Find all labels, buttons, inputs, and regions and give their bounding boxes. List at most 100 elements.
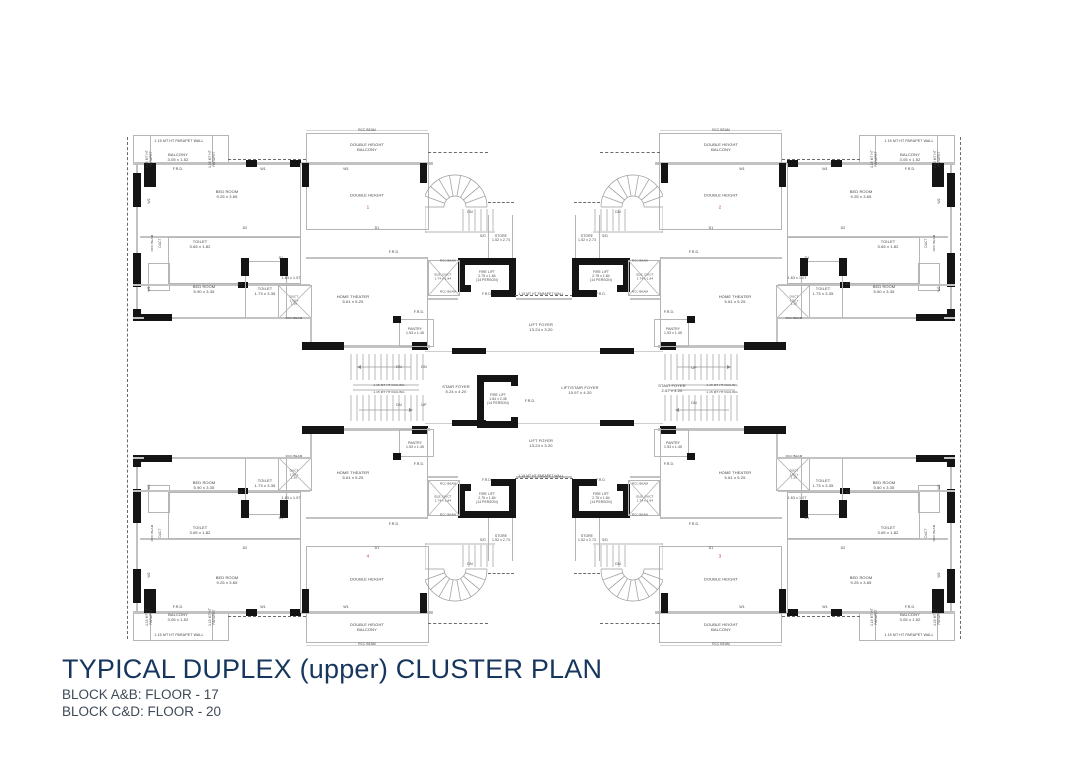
store-wall bbox=[488, 215, 489, 258]
pantry-outline bbox=[399, 319, 434, 347]
door-tag: D1 bbox=[374, 545, 380, 550]
column bbox=[600, 420, 634, 426]
rcc-beam-note: RCC BEAM bbox=[150, 234, 155, 252]
bedroom-label: BED ROOM 9.25 x 3.65 bbox=[215, 189, 239, 199]
stair-direction: DN bbox=[467, 209, 473, 214]
electrical-duct-label: ELE. DUCT 1.74 x 1.84 bbox=[636, 494, 654, 502]
dimension-note: 1.63 x 1.07 bbox=[281, 495, 301, 500]
stair-direction: DN bbox=[615, 561, 621, 566]
door-tag: S/D bbox=[602, 537, 608, 542]
fire-lift-wall bbox=[491, 290, 516, 297]
foyer-wall bbox=[428, 476, 458, 478]
balcony-label: BALCONY 3.05 x 1.52 bbox=[167, 152, 189, 162]
frd-note: F.R.D. bbox=[688, 249, 700, 254]
column bbox=[144, 455, 172, 462]
home-theater-label: HOME THEATER 5.61 x 5.25 bbox=[718, 470, 752, 480]
foyer-wall bbox=[428, 298, 458, 300]
column bbox=[947, 173, 955, 207]
duct-outline bbox=[148, 263, 170, 291]
toilet-label: TOILET 1.73 x 3.35 bbox=[812, 286, 834, 296]
window-tag: W2 bbox=[936, 484, 941, 490]
exterior-wall bbox=[310, 431, 312, 459]
parapet-note: 1.15 MT HT PARAPET bbox=[933, 608, 941, 626]
door-tag: D1 bbox=[374, 225, 380, 230]
column bbox=[133, 489, 141, 523]
exterior-wall bbox=[776, 431, 778, 459]
pantry-label: PANTRY 1.53 x 1.45 bbox=[664, 326, 682, 335]
stair-direction: DN bbox=[396, 402, 402, 407]
electrical-duct-label: ELE. DUCT 1.74 x 1.84 bbox=[434, 272, 452, 280]
column bbox=[452, 348, 486, 354]
door-tag: S/D bbox=[602, 233, 608, 238]
door-tag: S/D bbox=[480, 233, 486, 238]
parapet-note: 1.15 MT HT PARAPET bbox=[208, 150, 216, 168]
fire-lift-label: FIRE LIFT 2.75 x 1.84 (14 PERSON) bbox=[590, 270, 612, 282]
column bbox=[302, 426, 344, 434]
rcc-beam-note: RCC BEAM bbox=[439, 258, 457, 263]
electrical-duct-shaft bbox=[628, 480, 660, 516]
foyer-wall bbox=[630, 476, 660, 478]
parapet-wall-note: 1.15 MT HT PARAPET WALL bbox=[518, 292, 564, 297]
column bbox=[393, 316, 401, 323]
door-tag: D2 bbox=[237, 489, 243, 494]
duct-label: DUCT bbox=[158, 528, 163, 538]
parapet-dashed-line bbox=[574, 573, 600, 574]
stair-direction: UP bbox=[691, 365, 697, 370]
curved-staircase bbox=[585, 161, 663, 233]
electrical-duct-label: ELE. DUCT 1.74 x 1.84 bbox=[636, 272, 654, 280]
rcc-beam-note: RCC BEAM bbox=[439, 481, 457, 486]
column bbox=[302, 163, 309, 187]
store-wall bbox=[575, 215, 576, 258]
column bbox=[241, 500, 249, 518]
column bbox=[280, 258, 288, 276]
toilet-label: TOILET 3.65 x 1.82 bbox=[877, 239, 899, 249]
duct-shaft bbox=[776, 457, 810, 491]
railing-note: 1.15 MT HT RAILING bbox=[706, 390, 738, 395]
dimension-note: 1.63 x 1.07 bbox=[787, 495, 807, 500]
rcc-beam-note: RCC BEAM bbox=[285, 454, 303, 459]
frd-note: F.R.D. bbox=[904, 604, 916, 609]
parapet-dashed-line bbox=[488, 202, 514, 203]
column bbox=[947, 253, 955, 287]
block-cd-floor-note: BLOCK C&D: FLOOR - 20 bbox=[62, 704, 222, 719]
column bbox=[787, 609, 798, 616]
curved-staircase bbox=[585, 543, 663, 615]
fire-lift-wall bbox=[477, 375, 518, 382]
parapet-dashed-line bbox=[488, 573, 514, 574]
duct-label: DUCT 1.52 x 1.26 bbox=[789, 468, 799, 480]
parapet-dashed-line bbox=[228, 616, 306, 617]
window-tag: W1 bbox=[822, 604, 828, 609]
parapet-dashed-line bbox=[600, 623, 660, 624]
column bbox=[839, 258, 847, 276]
frd-note: F.R.D. bbox=[388, 249, 400, 254]
foyer-wall bbox=[630, 298, 660, 300]
railing-note: 1.15 MT HT RAILING bbox=[373, 383, 405, 388]
column bbox=[947, 569, 955, 603]
pantry-label: PANTRY 1.53 x 1.45 bbox=[406, 326, 424, 335]
window-tag: W1 bbox=[343, 166, 349, 171]
partition-wall bbox=[306, 257, 428, 259]
unit-number-3: 3 bbox=[718, 553, 722, 559]
rcc-beam-note: RCC BEAM bbox=[712, 128, 730, 133]
balcony-label: BALCONY 3.05 x 1.52 bbox=[167, 612, 189, 622]
column bbox=[744, 342, 786, 350]
stair-direction: UP bbox=[421, 402, 427, 407]
fire-lift-wall bbox=[572, 258, 630, 265]
parapet-dashed-line bbox=[428, 623, 488, 624]
parapet-wall-note: 1.15 MT HT PARAPET WALL bbox=[154, 632, 204, 637]
railing-dashed-line bbox=[127, 137, 128, 387]
partition-wall bbox=[427, 257, 428, 348]
door-tag: D2 bbox=[845, 281, 851, 286]
dimension-note: 1.63 x 1.07 bbox=[281, 275, 301, 280]
curved-staircase bbox=[425, 161, 503, 233]
store-label: STORE 1.52 x 2.73 bbox=[492, 533, 510, 542]
column bbox=[779, 163, 786, 187]
store-wall bbox=[599, 518, 600, 561]
railing-dashed-line bbox=[127, 389, 128, 639]
rcc-beam-note: RCC BEAM bbox=[785, 316, 803, 321]
foyer-wall bbox=[425, 423, 663, 424]
pantry-label: PANTRY 1.53 x 1.45 bbox=[664, 440, 682, 449]
fire-lift-wall bbox=[511, 375, 518, 386]
